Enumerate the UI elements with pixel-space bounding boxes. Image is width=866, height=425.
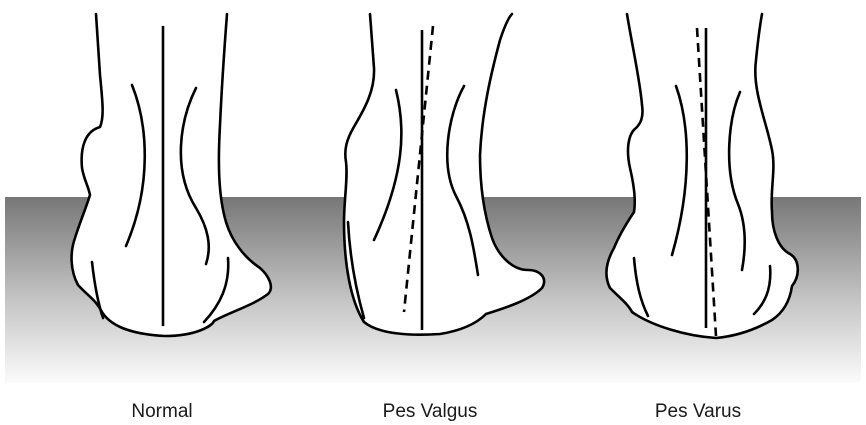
foot-normal-outline — [72, 14, 271, 336]
label-pes-valgus: Pes Valgus — [330, 400, 530, 424]
foot-pes-varus — [607, 14, 798, 338]
foot-valgus-outline — [344, 14, 544, 335]
label-pes-varus: Pes Varus — [598, 400, 798, 424]
foot-pes-valgus — [344, 14, 544, 335]
foot-normal — [72, 14, 271, 336]
label-normal: Normal — [62, 400, 262, 424]
